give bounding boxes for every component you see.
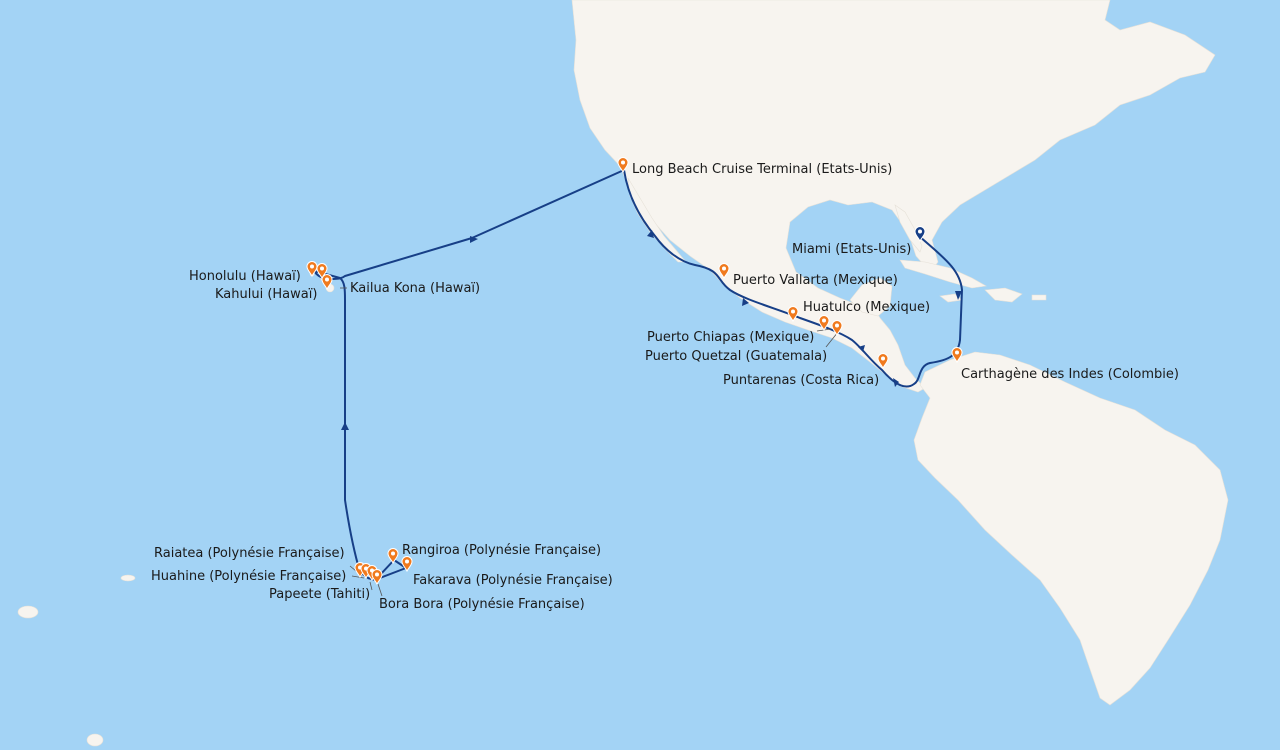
port-label-puerto-quetzal[interactable]: Puerto Quetzal (Guatemala): [645, 349, 827, 364]
port-label-kailua-kona[interactable]: Kailua Kona (Hawaï): [350, 281, 480, 296]
port-label-miami[interactable]: Miami (Etats-Unis): [792, 242, 911, 257]
route-arrow: [647, 230, 654, 238]
port-label-huatulco[interactable]: Huatulco (Mexique): [803, 300, 930, 315]
map-pin-icon[interactable]: [831, 320, 843, 337]
map-pin-icon[interactable]: [914, 226, 926, 243]
map-pin-icon[interactable]: [617, 157, 629, 174]
port-label-huahine[interactable]: Huahine (Polynésie Française): [151, 569, 346, 584]
map-pin-icon[interactable]: [321, 274, 333, 291]
map-pin-icon[interactable]: [306, 261, 318, 278]
port-label-raiatea[interactable]: Raiatea (Polynésie Française): [154, 546, 345, 561]
land-fiji: [17, 605, 39, 619]
land-baja-california: [627, 177, 687, 263]
map-pin-icon[interactable]: [718, 263, 730, 280]
map-pin-icon[interactable]: [387, 548, 399, 565]
route-arrow: [955, 291, 962, 300]
route-arrow: [341, 422, 349, 430]
map-pin-icon[interactable]: [818, 315, 830, 332]
route-arrow: [893, 378, 899, 387]
map-pin-icon[interactable]: [401, 556, 413, 573]
leader-line: [369, 581, 373, 591]
route-line: [314, 169, 963, 581]
port-label-long-beach[interactable]: Long Beach Cruise Terminal (Etats-Unis): [632, 162, 892, 177]
map-pin-icon[interactable]: [371, 569, 383, 586]
land-puerto-rico: [1031, 294, 1047, 301]
land-samoa: [120, 574, 136, 582]
port-label-papeete[interactable]: Papeete (Tahiti): [269, 587, 370, 602]
map-pin-icon[interactable]: [787, 306, 799, 323]
port-label-fakarava[interactable]: Fakarava (Polynésie Française): [413, 573, 613, 588]
route-arrow: [470, 236, 478, 243]
land-cuba: [899, 259, 987, 289]
leader-line: [825, 331, 839, 348]
port-label-rangiroa[interactable]: Rangiroa (Polynésie Française): [402, 543, 601, 558]
map-pin-icon[interactable]: [316, 263, 328, 280]
port-label-kahului[interactable]: Kahului (Hawaï): [215, 287, 317, 302]
land-south-america: [913, 351, 1229, 706]
leader-line: [377, 583, 383, 597]
land-north-america: [571, 0, 1216, 393]
route-arrow: [858, 345, 865, 352]
leader-line: [351, 575, 365, 579]
port-label-bora-bora[interactable]: Bora Bora (Polynésie Française): [379, 597, 585, 612]
land-florida: [894, 204, 923, 253]
map-pin-icon[interactable]: [951, 347, 963, 364]
land-yucatan: [849, 277, 893, 317]
port-label-puerto-vallarta[interactable]: Puerto Vallarta (Mexique): [733, 273, 898, 288]
port-label-puntarenas[interactable]: Puntarenas (Costa Rica): [723, 373, 879, 388]
port-label-cartagena[interactable]: Carthagène des Indes (Colombie): [961, 367, 1179, 382]
port-markers: [306, 157, 963, 586]
map-pin-icon[interactable]: [877, 353, 889, 370]
port-label-puerto-chiapas[interactable]: Puerto Chiapas (Mexique): [647, 330, 814, 345]
route-arrow: [742, 298, 749, 306]
land-tonga: [86, 733, 104, 747]
port-label-honolulu[interactable]: Honolulu (Hawaï): [189, 269, 301, 284]
land-hispaniola: [984, 287, 1023, 303]
